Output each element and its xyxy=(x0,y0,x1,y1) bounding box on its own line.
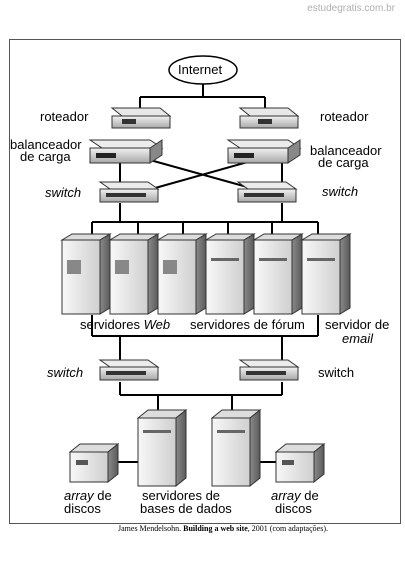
disk-array-right-label-2: discos xyxy=(275,501,312,516)
caption-author: James Mendelsohn. xyxy=(118,524,184,533)
router-right-icon xyxy=(238,107,300,129)
email-server-label-1: servidor de xyxy=(325,317,390,332)
disk-array-left-de: de xyxy=(93,488,112,503)
web-servers-label-web: Web xyxy=(143,317,171,332)
caption-title: Building a web site xyxy=(183,524,248,533)
forum-server-1-icon xyxy=(204,233,256,315)
forum-servers-label: servidores de fórum xyxy=(190,317,305,332)
web-servers-label-text: servidores xyxy=(80,317,144,332)
switch-top-left-icon xyxy=(98,181,160,203)
lb-right-label-2: de carga xyxy=(318,155,369,170)
email-server-label-2: email xyxy=(342,331,374,346)
disk-array-left-word: array xyxy=(64,488,94,503)
disk-array-left-label-1: array de xyxy=(64,489,112,503)
switch-top-left-label: switch xyxy=(45,185,82,200)
figure-caption: James Mendelsohn. Building a web site, 2… xyxy=(118,524,328,533)
web-server-1-icon xyxy=(60,233,112,315)
load-balancer-right-icon xyxy=(226,139,302,164)
db-servers-label-1: servidores de xyxy=(142,488,221,503)
caption-rest: , 2001 (com adaptações). xyxy=(247,524,328,533)
server-row xyxy=(60,233,352,315)
switch-bottom-right-icon xyxy=(238,359,300,381)
switch-bottom-left-icon xyxy=(98,359,160,381)
lb-right-label-1: balanceador xyxy=(310,143,382,158)
switch-top-right-label: switch xyxy=(322,184,359,199)
web-server-2-icon xyxy=(108,233,160,315)
internet-label: Internet xyxy=(178,62,223,77)
web-servers-label: servidores Web xyxy=(80,318,170,332)
disk-array-left-label-2: discos xyxy=(64,501,101,516)
disk-array-right-word: array xyxy=(271,488,301,503)
database-server-1-icon xyxy=(136,408,188,488)
web-server-3-icon xyxy=(156,233,208,315)
lb-left-label-2: de carga xyxy=(20,149,71,164)
forum-server-2-icon xyxy=(252,233,304,315)
switch-bottom-left-label: switch xyxy=(47,365,84,380)
internet-cloud-icon xyxy=(168,55,238,85)
lb-left-label-1: balanceador xyxy=(10,137,82,152)
database-server-2-icon xyxy=(210,408,262,488)
disk-array-left-icon xyxy=(68,442,120,484)
load-balancer-left-icon xyxy=(88,139,164,164)
watermark: estudegratis.com.br xyxy=(307,3,395,14)
router-left-label: roteador xyxy=(40,109,89,124)
disk-array-right-icon xyxy=(274,442,326,484)
db-servers-label-2: bases de dados xyxy=(140,501,232,516)
switch-bottom-right-label: switch xyxy=(318,365,355,380)
router-left-icon xyxy=(110,107,172,129)
email-server-icon xyxy=(300,233,352,315)
switch-top-right-icon xyxy=(236,181,298,203)
disk-array-right-label-1: array de xyxy=(271,489,319,503)
router-right-label: roteador xyxy=(320,109,369,124)
disk-array-right-de: de xyxy=(300,488,319,503)
figure-frame xyxy=(9,39,401,524)
